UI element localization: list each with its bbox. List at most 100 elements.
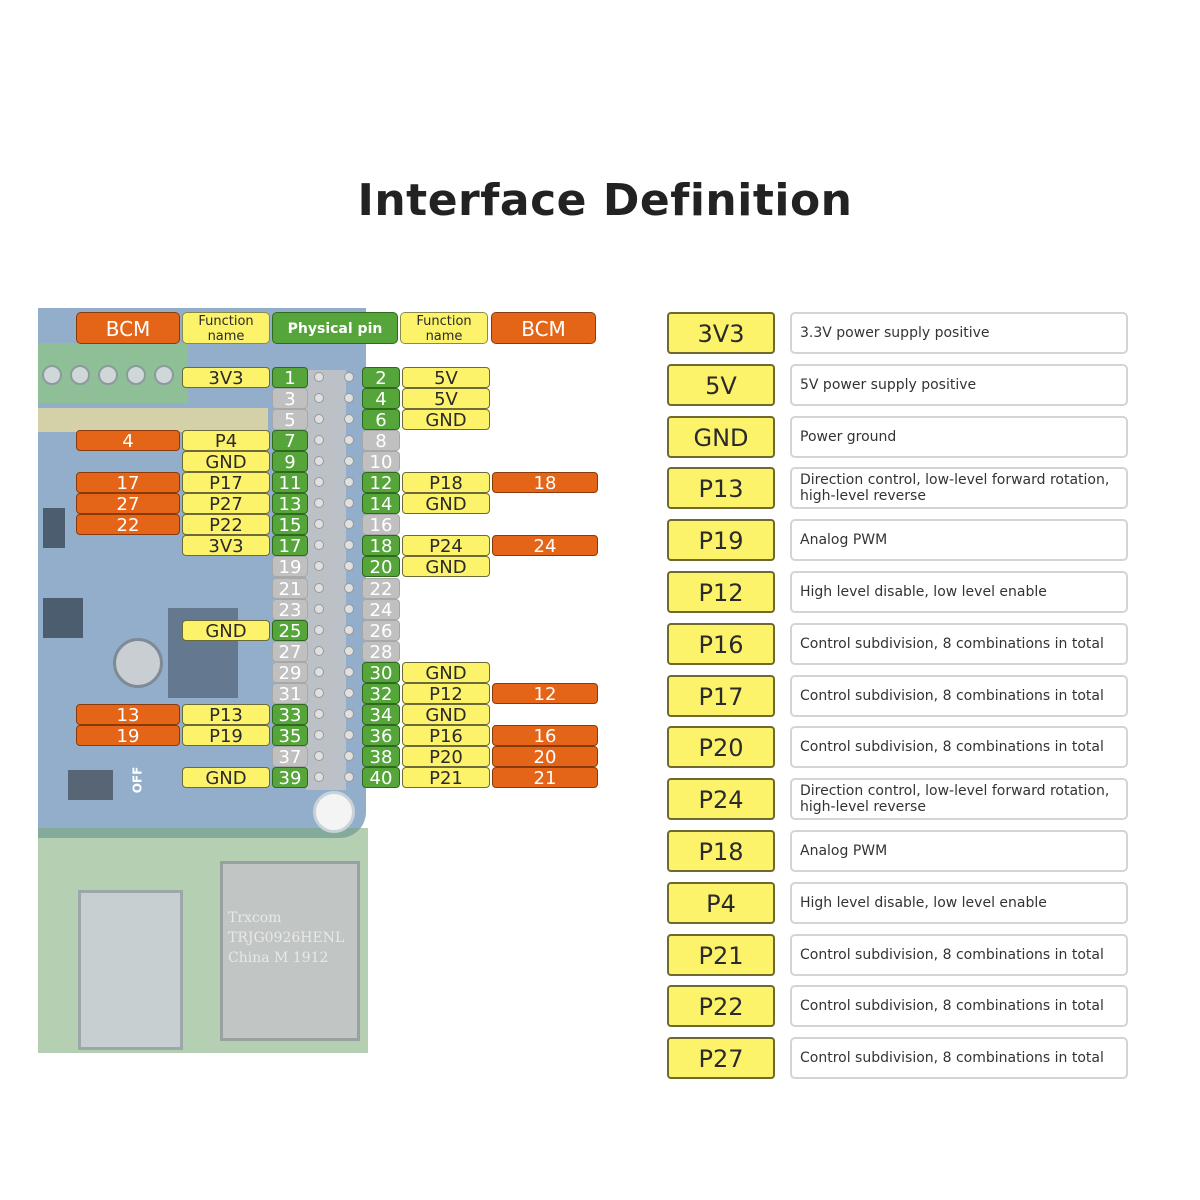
pin-dot <box>344 414 354 424</box>
definition-pin-name: P17 <box>667 675 775 717</box>
pin-dot <box>314 667 324 677</box>
physical-pin-right: 6 <box>362 409 400 431</box>
pin-dot <box>344 751 354 761</box>
pin-dot <box>344 456 354 466</box>
pin-dot <box>344 519 354 529</box>
physical-pin-left: 25 <box>272 620 308 642</box>
function-label-right: P18 <box>402 472 490 494</box>
pin-dot <box>344 372 354 382</box>
physical-pin-left: 15 <box>272 514 308 536</box>
pin-dot <box>344 772 354 782</box>
bcm-label-left: 22 <box>76 514 180 536</box>
function-label-left: P4 <box>182 430 270 452</box>
mounting-hole <box>313 791 355 833</box>
definition-description: 5V power supply positive <box>790 364 1128 406</box>
header-bcm-right: BCM <box>491 312 596 344</box>
bcm-label-right: 20 <box>492 746 598 768</box>
pin-dot <box>344 498 354 508</box>
pin-dot <box>314 583 324 593</box>
bcm-label-right: 18 <box>492 472 598 494</box>
physical-pin-left: 11 <box>272 472 308 494</box>
pin-dot <box>314 435 324 445</box>
physical-pin-right: 26 <box>362 620 400 642</box>
pin-dot <box>314 604 324 614</box>
header-bcm-left: BCM <box>76 312 180 344</box>
pin-dot <box>344 583 354 593</box>
definition-pin-name: P4 <box>667 882 775 924</box>
definition-pin-name: P20 <box>667 726 775 768</box>
definition-description: Analog PWM <box>790 519 1128 561</box>
function-label-right: P12 <box>402 683 490 705</box>
physical-pin-left: 19 <box>272 556 308 578</box>
physical-pin-right: 36 <box>362 725 400 747</box>
definition-pin-name: GND <box>667 416 775 458</box>
bcm-label-right: 16 <box>492 725 598 747</box>
usb-port <box>78 890 183 1050</box>
function-label-right: GND <box>402 662 490 684</box>
pin-dot <box>344 709 354 719</box>
physical-pin-left: 17 <box>272 535 308 557</box>
definition-description: 3.3V power supply positive <box>790 312 1128 354</box>
definition-description: High level disable, low level enable <box>790 571 1128 613</box>
definition-pin-name: 5V <box>667 364 775 406</box>
physical-pin-right: 20 <box>362 556 400 578</box>
physical-pin-right: 22 <box>362 578 400 600</box>
header-physical-pin: Physical pin <box>272 312 398 344</box>
page-title: Interface Definition <box>357 175 853 226</box>
physical-pin-left: 39 <box>272 767 308 789</box>
pin-dot <box>344 667 354 677</box>
physical-pin-left: 1 <box>272 367 308 389</box>
function-label-right: GND <box>402 409 490 431</box>
function-label-right: 5V <box>402 367 490 389</box>
physical-pin-right: 30 <box>362 662 400 684</box>
physical-pin-left: 23 <box>272 599 308 621</box>
physical-pin-left: 31 <box>272 683 308 705</box>
definition-pin-name: P21 <box>667 934 775 976</box>
definition-description: Power ground <box>790 416 1128 458</box>
physical-pin-right: 12 <box>362 472 400 494</box>
definition-pin-name: P16 <box>667 623 775 665</box>
pin-dot <box>314 709 324 719</box>
function-label-left: P17 <box>182 472 270 494</box>
function-label-left: 3V3 <box>182 367 270 389</box>
pin-dot <box>314 372 324 382</box>
off-label: OFF <box>130 766 145 794</box>
definition-description: Control subdivision, 8 combinations in t… <box>790 623 1128 665</box>
physical-pin-left: 27 <box>272 641 308 663</box>
pin-dot <box>314 646 324 656</box>
physical-pin-left: 13 <box>272 493 308 515</box>
pin-dot <box>314 688 324 698</box>
bcm-label-right: 21 <box>492 767 598 789</box>
definition-pin-name: P27 <box>667 1037 775 1079</box>
physical-pin-right: 32 <box>362 683 400 705</box>
header-function-left: Function name <box>182 312 270 344</box>
physical-pin-left: 21 <box>272 578 308 600</box>
definition-description: Analog PWM <box>790 830 1128 872</box>
function-label-left: P27 <box>182 493 270 515</box>
physical-pin-right: 8 <box>362 430 400 452</box>
physical-pin-left: 9 <box>272 451 308 473</box>
gpio-header <box>306 370 346 790</box>
function-label-right: P20 <box>402 746 490 768</box>
physical-pin-left: 35 <box>272 725 308 747</box>
physical-pin-right: 40 <box>362 767 400 789</box>
physical-pin-left: 37 <box>272 746 308 768</box>
definition-row: P21 Control subdivision, 8 combinations i… <box>667 934 1129 976</box>
pin-dot <box>314 414 324 424</box>
pin-dot <box>344 688 354 698</box>
function-label-right: GND <box>402 556 490 578</box>
pin-dot <box>344 540 354 550</box>
capacitor <box>113 638 163 688</box>
pin-dot <box>344 730 354 740</box>
definition-pin-name: P19 <box>667 519 775 561</box>
physical-pin-left: 3 <box>272 388 308 410</box>
definition-description: Control subdivision, 8 combinations in t… <box>790 1037 1128 1079</box>
function-label-left: P19 <box>182 725 270 747</box>
pin-dot <box>314 477 324 487</box>
bcm-label-left: 27 <box>76 493 180 515</box>
definition-description: Control subdivision, 8 combinations in t… <box>790 934 1128 976</box>
